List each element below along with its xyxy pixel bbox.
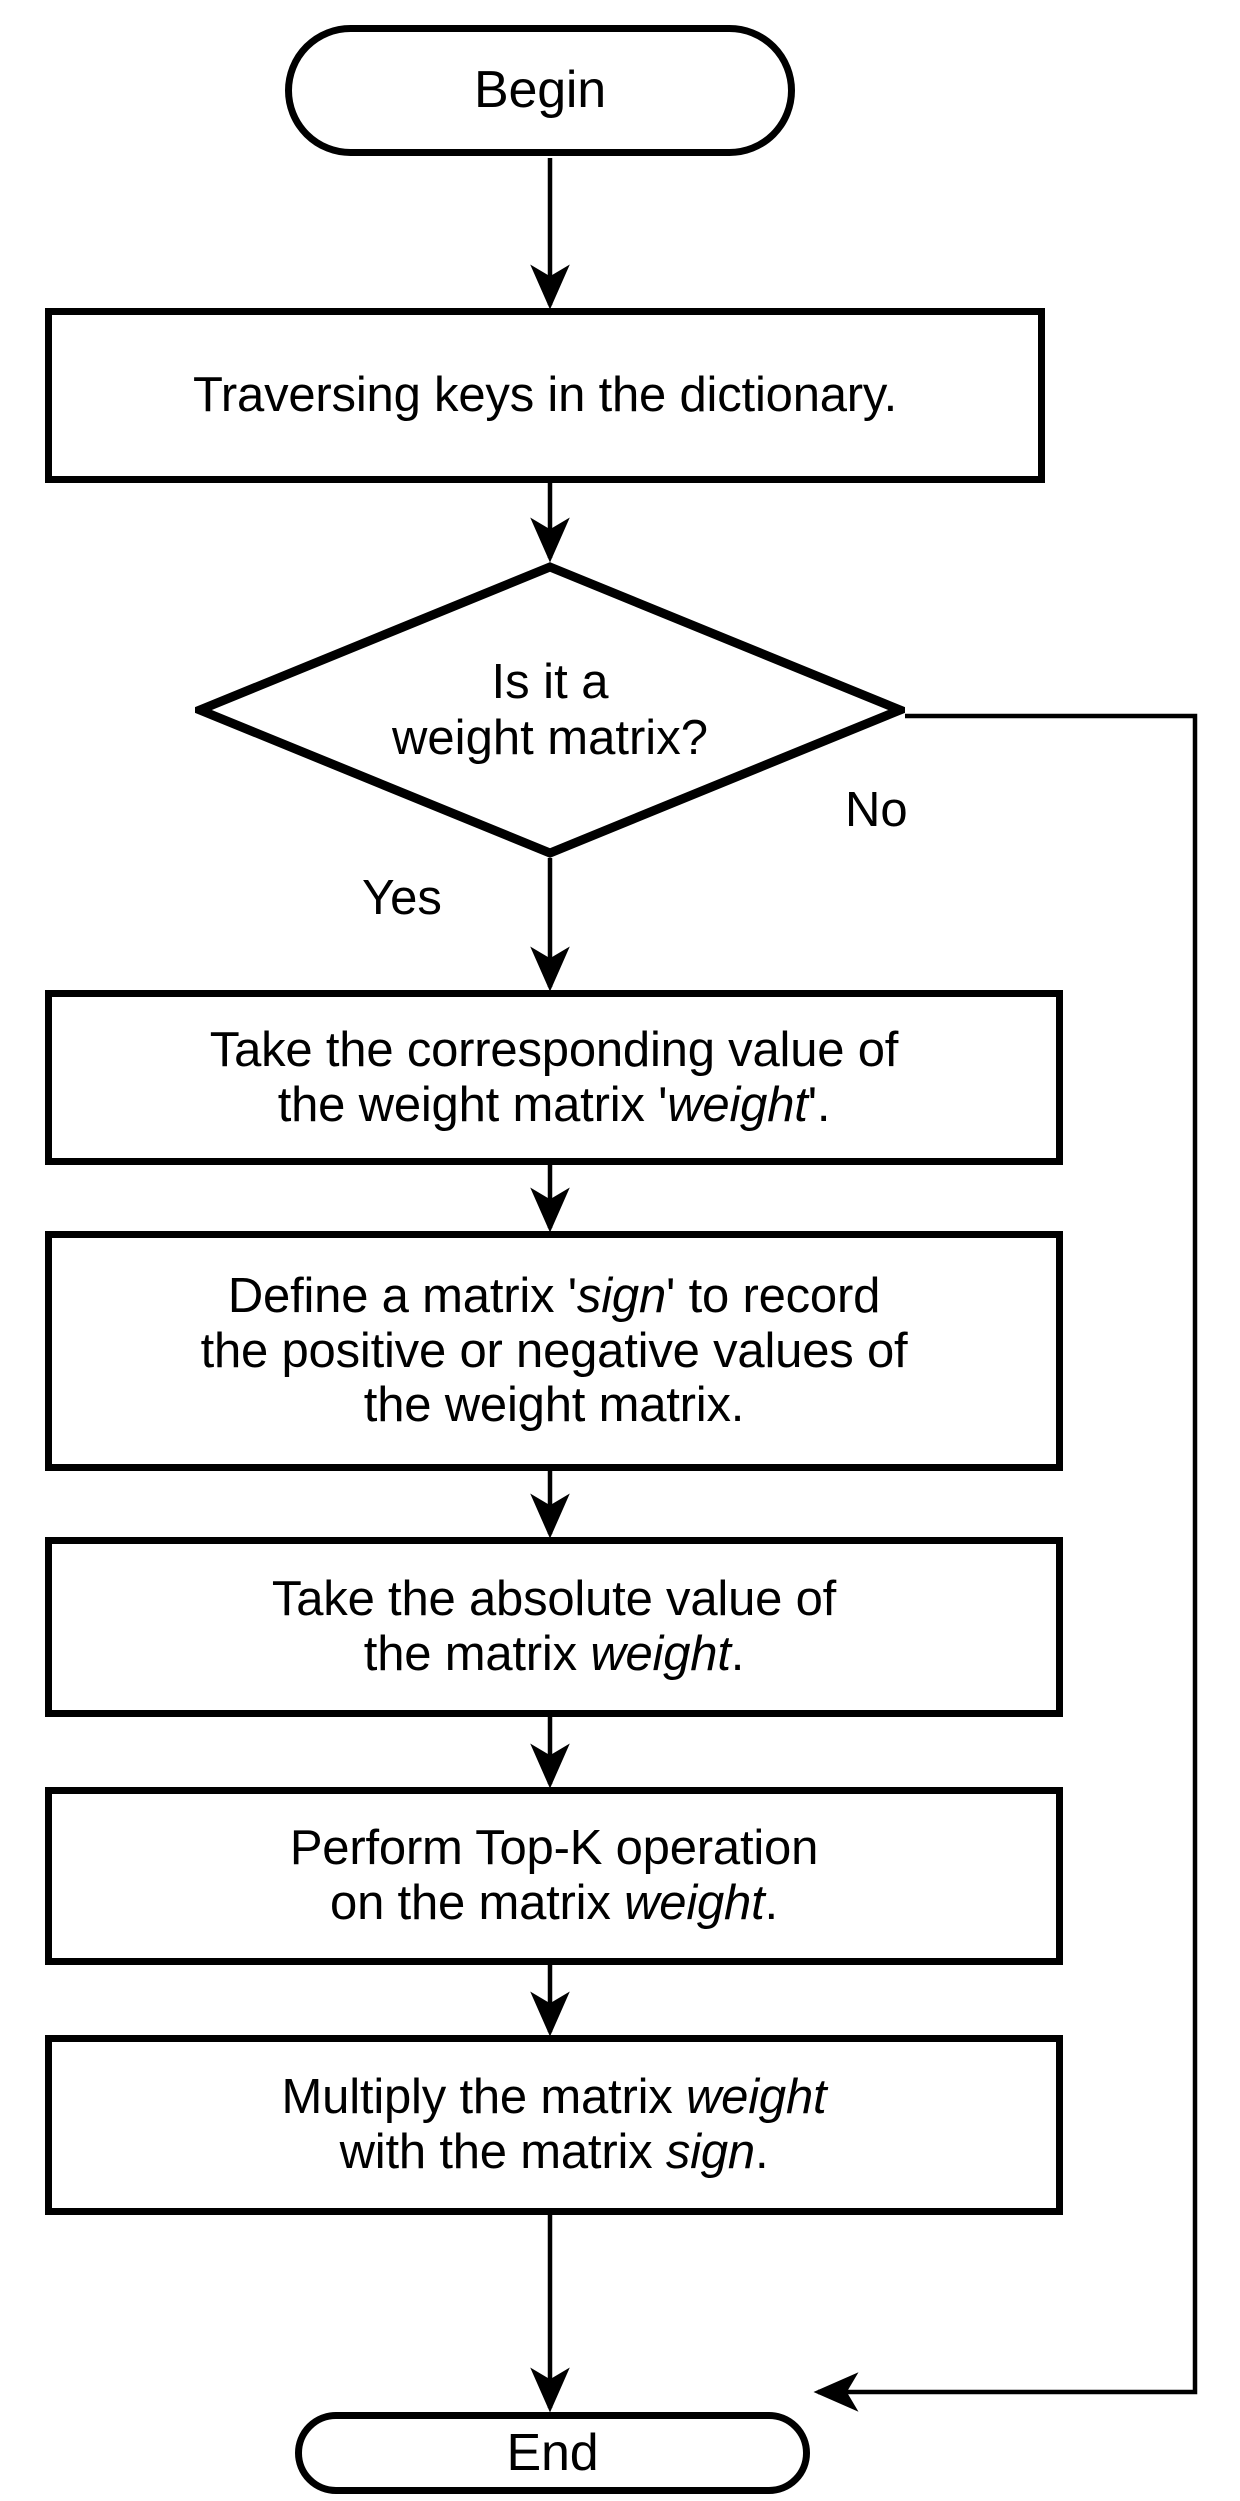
node-end-label: End [506,2423,599,2482]
edge-label-no: No [845,783,908,837]
decision-diamond-shape [195,562,905,858]
node-traversing-keys-label: Traversing keys in the dictionary. [193,368,897,423]
multiply-line-2-post: . [754,2125,769,2179]
node-perform-topk[interactable]: Perform Top-K operation on the matrix we… [45,1787,1063,1965]
absolute-line-2-em: weight [590,1627,731,1681]
absolute-line-2-post: . [730,1627,745,1681]
absolute-line-2-pre: the matrix [363,1627,591,1681]
topk-line-2-post: . [764,1876,779,1930]
node-multiply-matrices-label: Multiply the matrix weight with the matr… [282,2070,827,2180]
node-perform-topk-label: Perform Top-K operation on the matrix we… [289,1821,819,1931]
node-define-sign-matrix[interactable]: Define a matrix 'sign' to record the pos… [45,1231,1063,1471]
node-take-corresponding-value-label: Take the corresponding value of the weig… [209,1022,899,1133]
multiply-line-2-pre: with the matrix [339,2125,666,2179]
topk-line-2-pre: on the matrix [330,1876,625,1930]
take-value-line-2-post: '. [807,1077,831,1132]
node-decision-weight-matrix[interactable]: Is it a weight matrix? [195,562,905,858]
node-take-corresponding-value[interactable]: Take the corresponding value of the weig… [45,990,1063,1165]
node-take-absolute-value[interactable]: Take the absolute value of the matrix we… [45,1537,1063,1717]
edge-label-yes: Yes [362,871,442,925]
decision-line-2: weight matrix? [392,711,708,765]
node-begin-label: Begin [474,61,606,120]
node-define-sign-matrix-label: Define a matrix 'sign' to record the pos… [201,1269,908,1434]
decision-line-1: Is it a [491,654,609,709]
topk-line-1: Perform Top-K operation [289,1821,819,1876]
define-sign-line-2: the positive or negative values of [200,1323,908,1378]
node-multiply-matrices[interactable]: Multiply the matrix weight with the matr… [45,2035,1063,2215]
node-take-absolute-value-label: Take the absolute value of the matrix we… [272,1572,836,1682]
multiply-line-1-em: weight [685,2070,827,2125]
node-begin[interactable]: Begin [285,25,795,156]
topk-line-2-em: weight [624,1876,765,1930]
node-decision-label-wrap: Is it a weight matrix? [195,562,905,858]
take-value-line-2-pre: the weight matrix ' [277,1077,668,1132]
node-decision-label: Is it a weight matrix? [392,654,708,767]
take-value-line-2-em: weight [667,1077,808,1132]
multiply-line-2-em: sign [665,2125,755,2179]
define-sign-line-1-post: ' to record [666,1268,881,1323]
multiply-line-1-pre: Multiply the matrix [281,2070,686,2125]
take-value-line-1: Take the corresponding value of [209,1022,899,1077]
absolute-line-1: Take the absolute value of [271,1572,837,1627]
node-end[interactable]: End [295,2412,810,2494]
define-sign-line-3: the weight matrix. [363,1378,745,1433]
node-traversing-keys[interactable]: Traversing keys in the dictionary. [45,308,1045,483]
define-sign-line-1-em: sign [576,1268,666,1323]
define-sign-line-1-pre: Define a matrix ' [227,1268,577,1323]
